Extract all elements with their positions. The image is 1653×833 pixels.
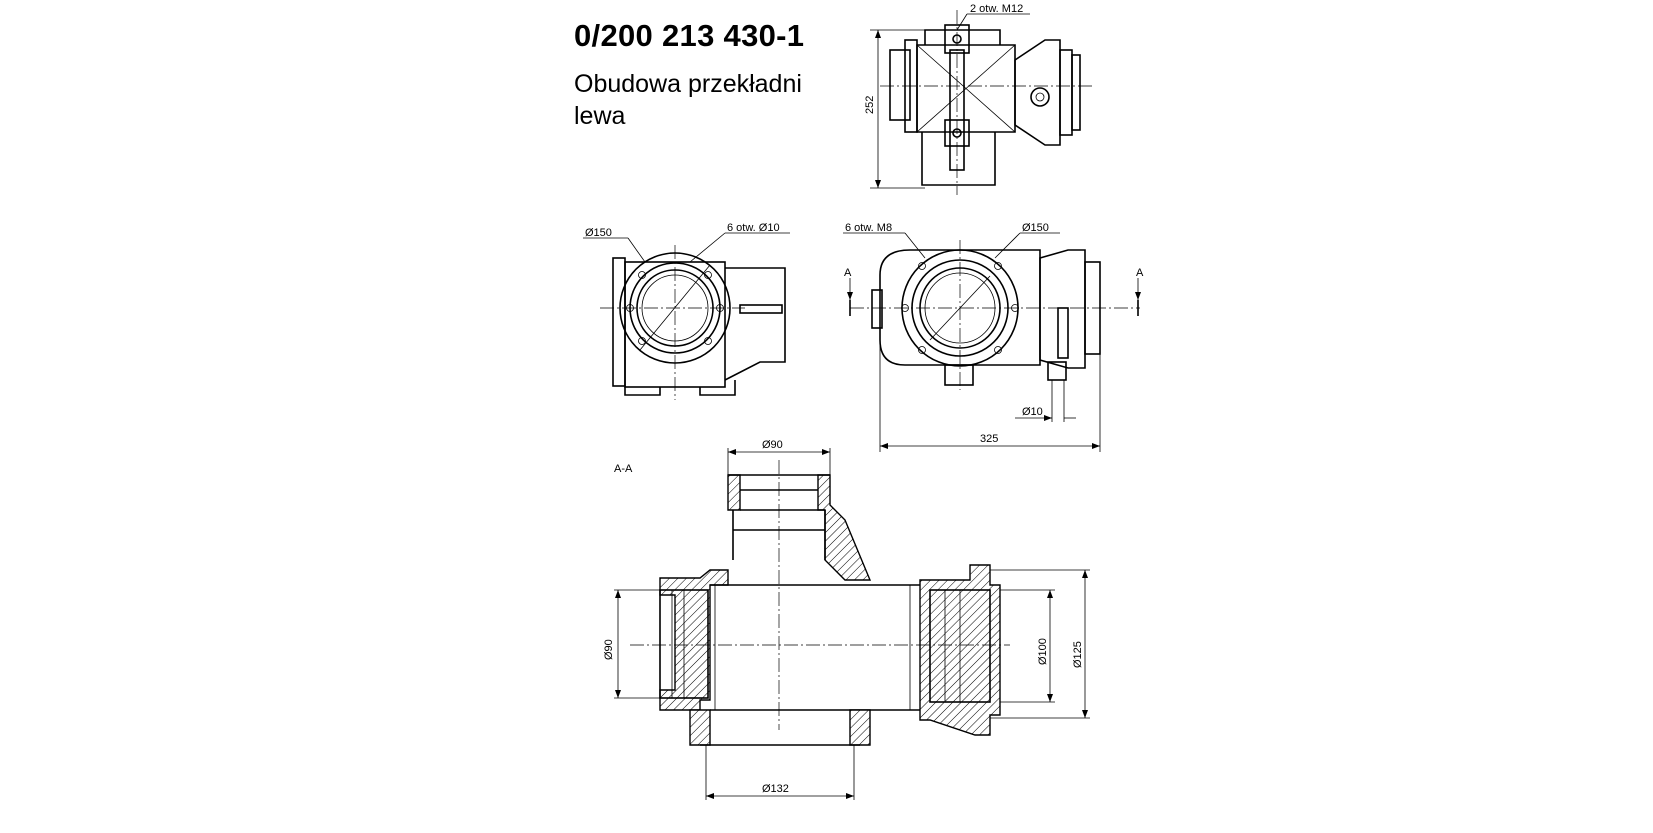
part-number: 0/200 213 430-1 (574, 18, 805, 53)
part-description-line-2: lewa (574, 102, 626, 130)
section-view-label: A-A (614, 463, 633, 475)
part-description-line-1: Obudowa przekładni (574, 70, 802, 98)
section-bottom-diameter: Ø132 (762, 783, 789, 795)
end-view: Ø150 6 otw. Ø10 (583, 222, 790, 400)
top-view-holes-label: 2 otw. M12 (970, 3, 1023, 15)
section-right-inner-diameter: Ø100 (1037, 638, 1049, 665)
front-view-holes-label: 6 otw. M8 (845, 222, 892, 234)
title-block: 0/200 213 430-1 Obudowa przekładni lewa (574, 16, 804, 132)
end-view-holes-label: 6 otw. Ø10 (727, 222, 780, 234)
section-mark-right: A (1136, 267, 1144, 279)
end-view-diameter-label: Ø150 (585, 227, 612, 239)
section-top-diameter: Ø90 (762, 439, 783, 451)
section-mark-left: A (844, 267, 852, 279)
front-view-small-diameter: Ø10 (1022, 406, 1043, 418)
section-view: A-A Ø90 (603, 439, 1090, 800)
top-view-height-dim: 252 (864, 96, 876, 114)
front-view-length-dim: 325 (980, 433, 998, 445)
front-view: A A 6 otw. M8 Ø150 Ø10 325 (843, 222, 1144, 452)
section-right-outer-diameter: Ø125 (1072, 641, 1084, 668)
section-left-diameter: Ø90 (603, 639, 615, 660)
front-view-diameter-label: Ø150 (1022, 222, 1049, 234)
top-view: 252 2 otw. M12 (864, 3, 1095, 195)
